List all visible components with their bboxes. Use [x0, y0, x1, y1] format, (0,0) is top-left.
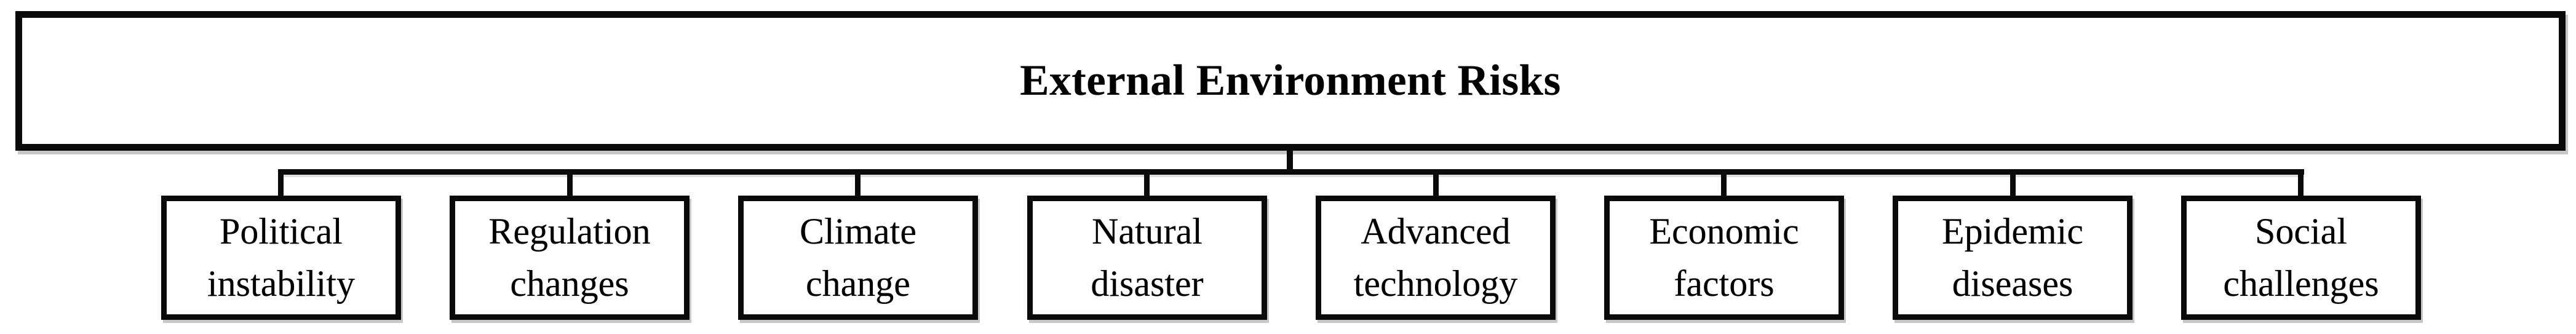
stub-connector: [278, 172, 284, 200]
stub-connector: [1721, 172, 1727, 200]
stub-connector: [2010, 172, 2016, 200]
branch-line: [278, 169, 2304, 175]
child-node-regulation-changes: Regulation changes: [450, 196, 690, 320]
stub-connector: [855, 172, 861, 200]
child-node-natural-disaster: Natural disaster: [1027, 196, 1267, 320]
stub-connector: [567, 172, 573, 200]
child-node-label-line: Social: [2255, 210, 2347, 252]
child-node-epidemic-diseases: Epidemic diseases: [1893, 196, 2133, 320]
root-node-label: External Environment Risks: [1020, 57, 1561, 105]
child-node-social-challenges: Social challenges: [2181, 196, 2421, 320]
child-node-label-line: Climate: [800, 210, 916, 252]
root-node: External Environment Risks: [15, 11, 2566, 151]
child-node-political-instability: Political instability: [161, 196, 401, 320]
stub-connector: [2298, 172, 2304, 200]
child-node-advanced-technology: Advanced technology: [1316, 196, 1556, 320]
child-node-label-line: technology: [1353, 263, 1518, 304]
child-node-label-line: change: [806, 263, 910, 304]
child-node-label-line: instability: [207, 263, 355, 304]
child-node-economic-factors: Economic factors: [1604, 196, 1844, 320]
child-node-label-line: Epidemic: [1942, 210, 2083, 252]
stub-connector: [1144, 172, 1150, 200]
child-node-climate-change: Climate change: [738, 196, 978, 320]
child-node-label-line: factors: [1674, 263, 1775, 304]
child-node-label-line: Economic: [1649, 210, 1799, 252]
child-node-label-line: changes: [510, 263, 629, 304]
root-stem-connector: [1287, 148, 1293, 174]
child-node-label-line: diseases: [1952, 263, 2073, 304]
child-node-label-line: Natural: [1092, 210, 1203, 252]
child-node-label-line: Regulation: [488, 210, 651, 252]
child-node-label-line: Advanced: [1361, 210, 1511, 252]
child-node-label-line: challenges: [2223, 263, 2379, 304]
child-node-label-line: disaster: [1091, 263, 1204, 304]
child-node-label-line: Political: [220, 210, 343, 252]
stub-connector: [1433, 172, 1439, 200]
